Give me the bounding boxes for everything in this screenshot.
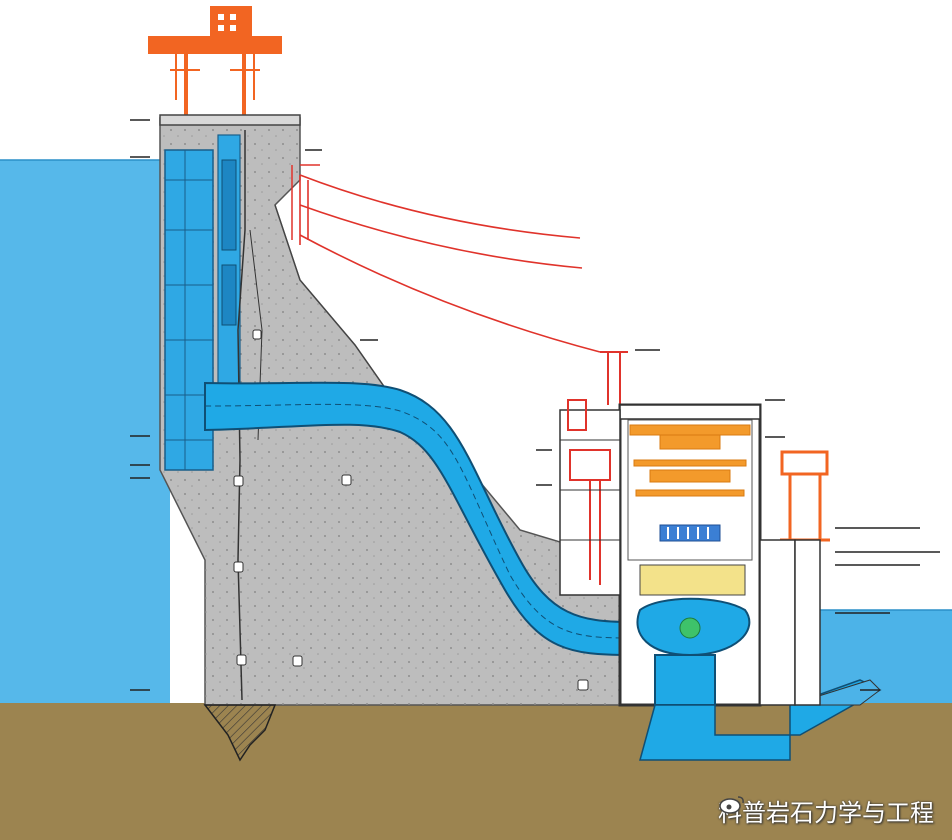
draft-tube [654, 654, 716, 706]
cable-tower-right [600, 351, 628, 405]
grout-curtain [203, 704, 277, 762]
auxiliary-building-equipment [567, 399, 611, 585]
weibo-logo-icon [719, 796, 744, 814]
penstock-centerline [204, 403, 631, 639]
tailrace-gantry-crane [780, 450, 830, 542]
downstream-slope-line [274, 204, 391, 396]
gantry-crane-window-marks [218, 14, 236, 31]
powerhouse-overhead-crane [629, 424, 751, 497]
auxiliary-building-floors [560, 439, 620, 541]
watermark: 科普岩石力学与工程 [718, 793, 934, 828]
gallery-openings [233, 329, 589, 691]
generator-rotor-bars [667, 527, 709, 539]
reservoir-water [0, 160, 170, 705]
transmission-cables [299, 174, 601, 353]
cable-tower-left [291, 164, 320, 240]
gate-leaf-upper [221, 159, 237, 251]
dam-crest-gantry-crane [148, 6, 282, 118]
generator [659, 524, 721, 542]
dam-crest-deck [159, 114, 301, 126]
watermark-text: 科普岩石力学与工程 [718, 799, 934, 827]
tailrace-gate-structure [759, 539, 821, 706]
turbine-floor [639, 564, 746, 596]
powerhouse-roof [619, 404, 761, 420]
elevation-marker-ticks [130, 119, 940, 691]
gate-leaf-lower [221, 264, 237, 326]
turbine-runner [679, 617, 701, 639]
